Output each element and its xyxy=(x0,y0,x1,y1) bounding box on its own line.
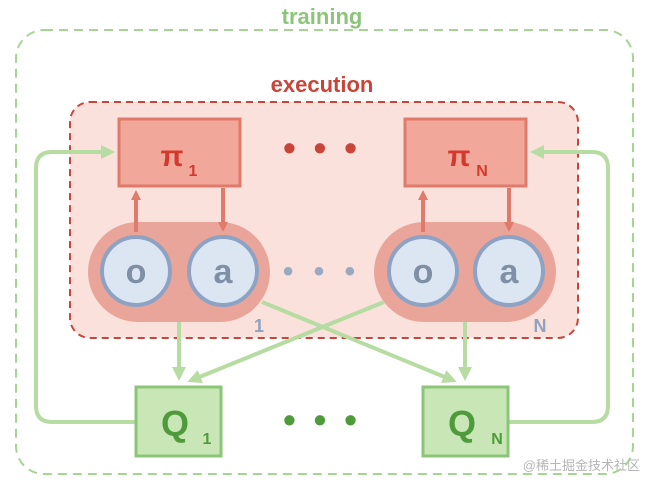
critic-1-box xyxy=(134,385,223,458)
critic-1-symbol: Q xyxy=(161,403,189,444)
policy-n-symbol: π xyxy=(448,140,471,173)
policy-1-symbol: π xyxy=(161,140,184,173)
agent-n-obs-label: o xyxy=(413,253,434,291)
training-label: training xyxy=(282,4,363,29)
agent-ellipsis: • • • xyxy=(283,255,361,288)
agent-1-obs-node xyxy=(100,235,172,307)
critic-n-symbol: Q xyxy=(448,403,476,444)
critic-1-to-policy-1-loop xyxy=(34,145,136,424)
agent-n-act-node xyxy=(473,235,545,307)
group-n-to-critic-1-arrow xyxy=(187,300,385,384)
agent-1-act-node xyxy=(187,235,259,307)
policy-1-subscript: 1 xyxy=(189,163,198,180)
agent-n-obs-node xyxy=(387,235,459,307)
policy-1-box xyxy=(117,117,242,188)
training-boundary xyxy=(15,29,634,475)
critic-n-subscript: N xyxy=(491,431,503,448)
execution-label: execution xyxy=(271,72,374,97)
policy-n-subscript: N xyxy=(476,163,488,180)
critic-1-subscript: 1 xyxy=(203,431,212,448)
agent-group-1-index: 1 xyxy=(254,316,264,336)
agent-group-n-index: N xyxy=(534,316,547,336)
policy-ellipsis: • • • xyxy=(283,127,361,168)
agent-1-act-label: a xyxy=(214,253,234,291)
agent-n-act-label: a xyxy=(500,253,520,291)
group-1-to-critic-n-arrow xyxy=(261,300,457,384)
critic-n-box xyxy=(421,385,510,458)
agent-1-obs-label: o xyxy=(126,253,147,291)
critic-ellipsis: • • • xyxy=(283,399,361,440)
policy-n-box xyxy=(403,117,528,188)
watermark: @稀土掘金技术社区 xyxy=(523,458,640,473)
critic-n-to-policy-n-loop xyxy=(508,145,610,424)
